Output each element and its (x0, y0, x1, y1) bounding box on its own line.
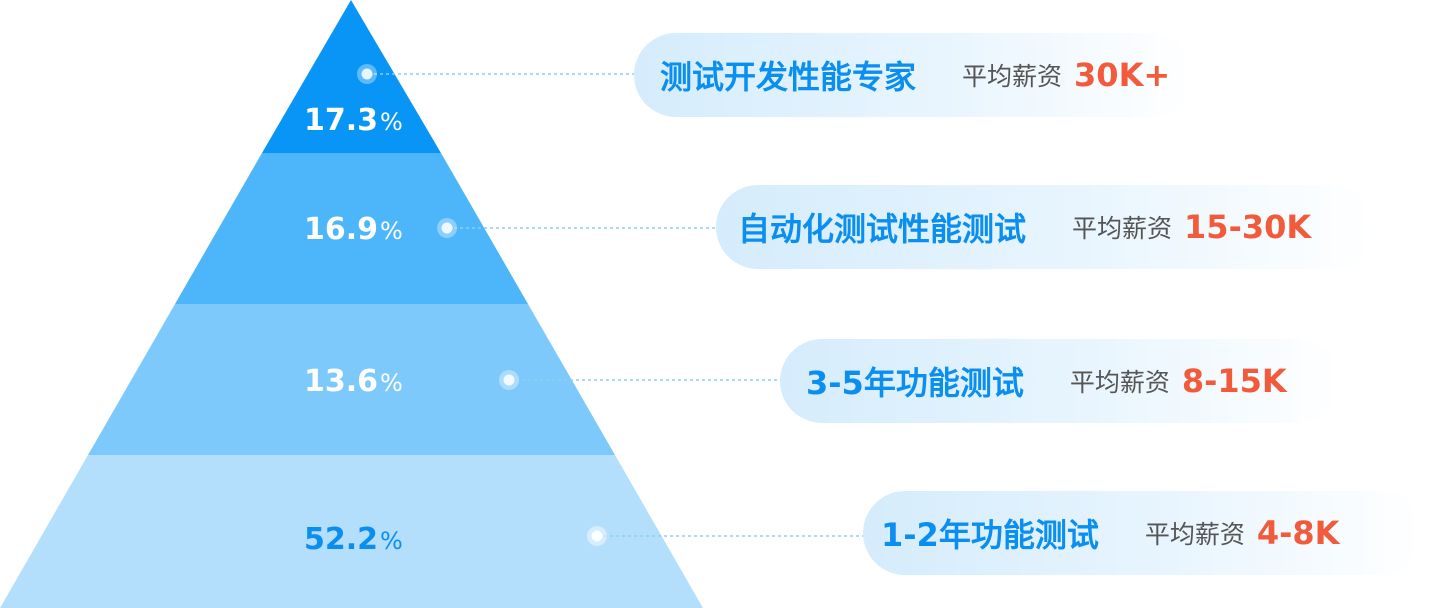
tier-1-title: 测试开发性能专家 (660, 58, 917, 96)
tier-2-percent: 16.9% (304, 212, 403, 247)
connector-dot-1 (357, 64, 377, 84)
pyramid-tier-4 (0, 455, 703, 608)
tier-1-salary-value: 30K+ (1074, 56, 1171, 94)
tier-3-salary-label: 平均薪资 (1069, 368, 1170, 397)
tier-2-salary-label: 平均薪资 (1072, 214, 1173, 243)
pyramid-tier-1 (262, 0, 441, 153)
tier-2-salary-value: 15-30K (1184, 208, 1312, 246)
pyramid-tier-2 (175, 153, 528, 304)
tier-4-title: 1-2年功能测试 (881, 516, 1099, 554)
tier-2-label-pill: 自动化测试性能测试 平均薪资 15-30K (716, 185, 1376, 269)
tier-3-label-pill: 3-5年功能测试 平均薪资 8-15K (780, 339, 1340, 423)
tier-3-salary-value: 8-15K (1181, 362, 1287, 400)
tier-1-percent: 17.3% (304, 103, 403, 138)
tier-4-salary-label: 平均薪资 (1144, 520, 1245, 549)
tier-4-salary-value: 4-8K (1256, 514, 1340, 552)
tier-4-percent: 52.2% (304, 522, 403, 557)
tier-4-label-pill: 1-2年功能测试 平均薪资 4-8K (863, 491, 1423, 575)
pyramid-tier-3 (88, 304, 615, 455)
tier-2-title: 自动化测试性能测试 (738, 210, 1027, 248)
tier-3-title: 3-5年功能测试 (806, 364, 1024, 402)
connector-dot-2 (437, 218, 457, 238)
tier-1-salary-label: 平均薪资 (962, 62, 1063, 91)
connector-dot-4 (587, 526, 607, 546)
tier-3-percent: 13.6% (304, 364, 403, 399)
connector-dot-3 (499, 370, 519, 390)
tier-1-label-pill: 测试开发性能专家 平均薪资 30K+ (634, 33, 1194, 117)
